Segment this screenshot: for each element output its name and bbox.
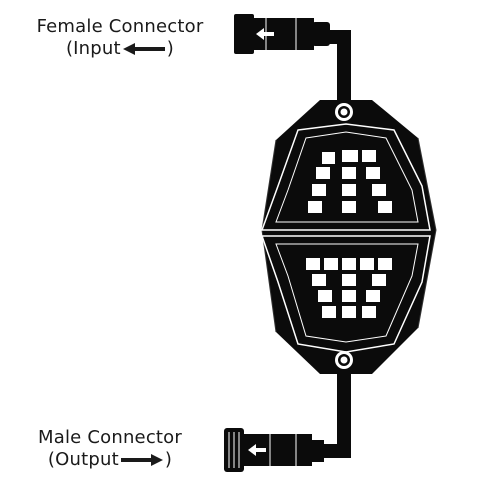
arrow-left-icon — [122, 43, 165, 55]
led — [312, 274, 326, 286]
male-connector-label: Male Connector (Output) — [5, 427, 215, 471]
led — [342, 184, 356, 196]
led — [342, 167, 356, 179]
arrow-left-icon — [256, 28, 274, 40]
controller-body — [260, 100, 437, 374]
led — [366, 290, 380, 302]
upper-cable — [325, 30, 351, 114]
mount-hole-bottom — [335, 351, 353, 369]
led — [342, 274, 356, 286]
led — [322, 152, 335, 164]
led — [362, 150, 376, 162]
lower-led-grid — [306, 258, 392, 318]
male-connector-title: Male Connector — [38, 427, 182, 448]
led — [342, 290, 356, 302]
led — [372, 184, 386, 196]
led — [306, 258, 320, 270]
led — [378, 258, 392, 270]
led — [324, 258, 338, 270]
led — [360, 258, 374, 270]
female-connector-direction: (Input) — [65, 38, 175, 59]
led — [308, 201, 322, 213]
led — [378, 201, 392, 213]
female-connector — [234, 14, 330, 54]
male-connector-direction: (Output) — [47, 449, 173, 470]
lower-cable — [318, 372, 351, 458]
led — [316, 167, 330, 179]
mount-hole-top — [335, 103, 353, 121]
led — [342, 201, 356, 213]
arrow-left-icon — [248, 444, 266, 456]
female-connector-title: Female Connector — [36, 16, 204, 37]
led — [342, 150, 358, 162]
led — [312, 184, 326, 196]
upper-led-grid — [308, 150, 392, 213]
arrow-right-icon — [120, 454, 163, 466]
led — [322, 306, 336, 318]
female-connector-label: Female Connector (Input) — [10, 16, 230, 60]
led — [372, 274, 386, 286]
male-connector — [224, 428, 324, 472]
led — [366, 167, 380, 179]
led — [342, 306, 356, 318]
led — [318, 290, 332, 302]
led — [362, 306, 376, 318]
led — [342, 258, 356, 270]
